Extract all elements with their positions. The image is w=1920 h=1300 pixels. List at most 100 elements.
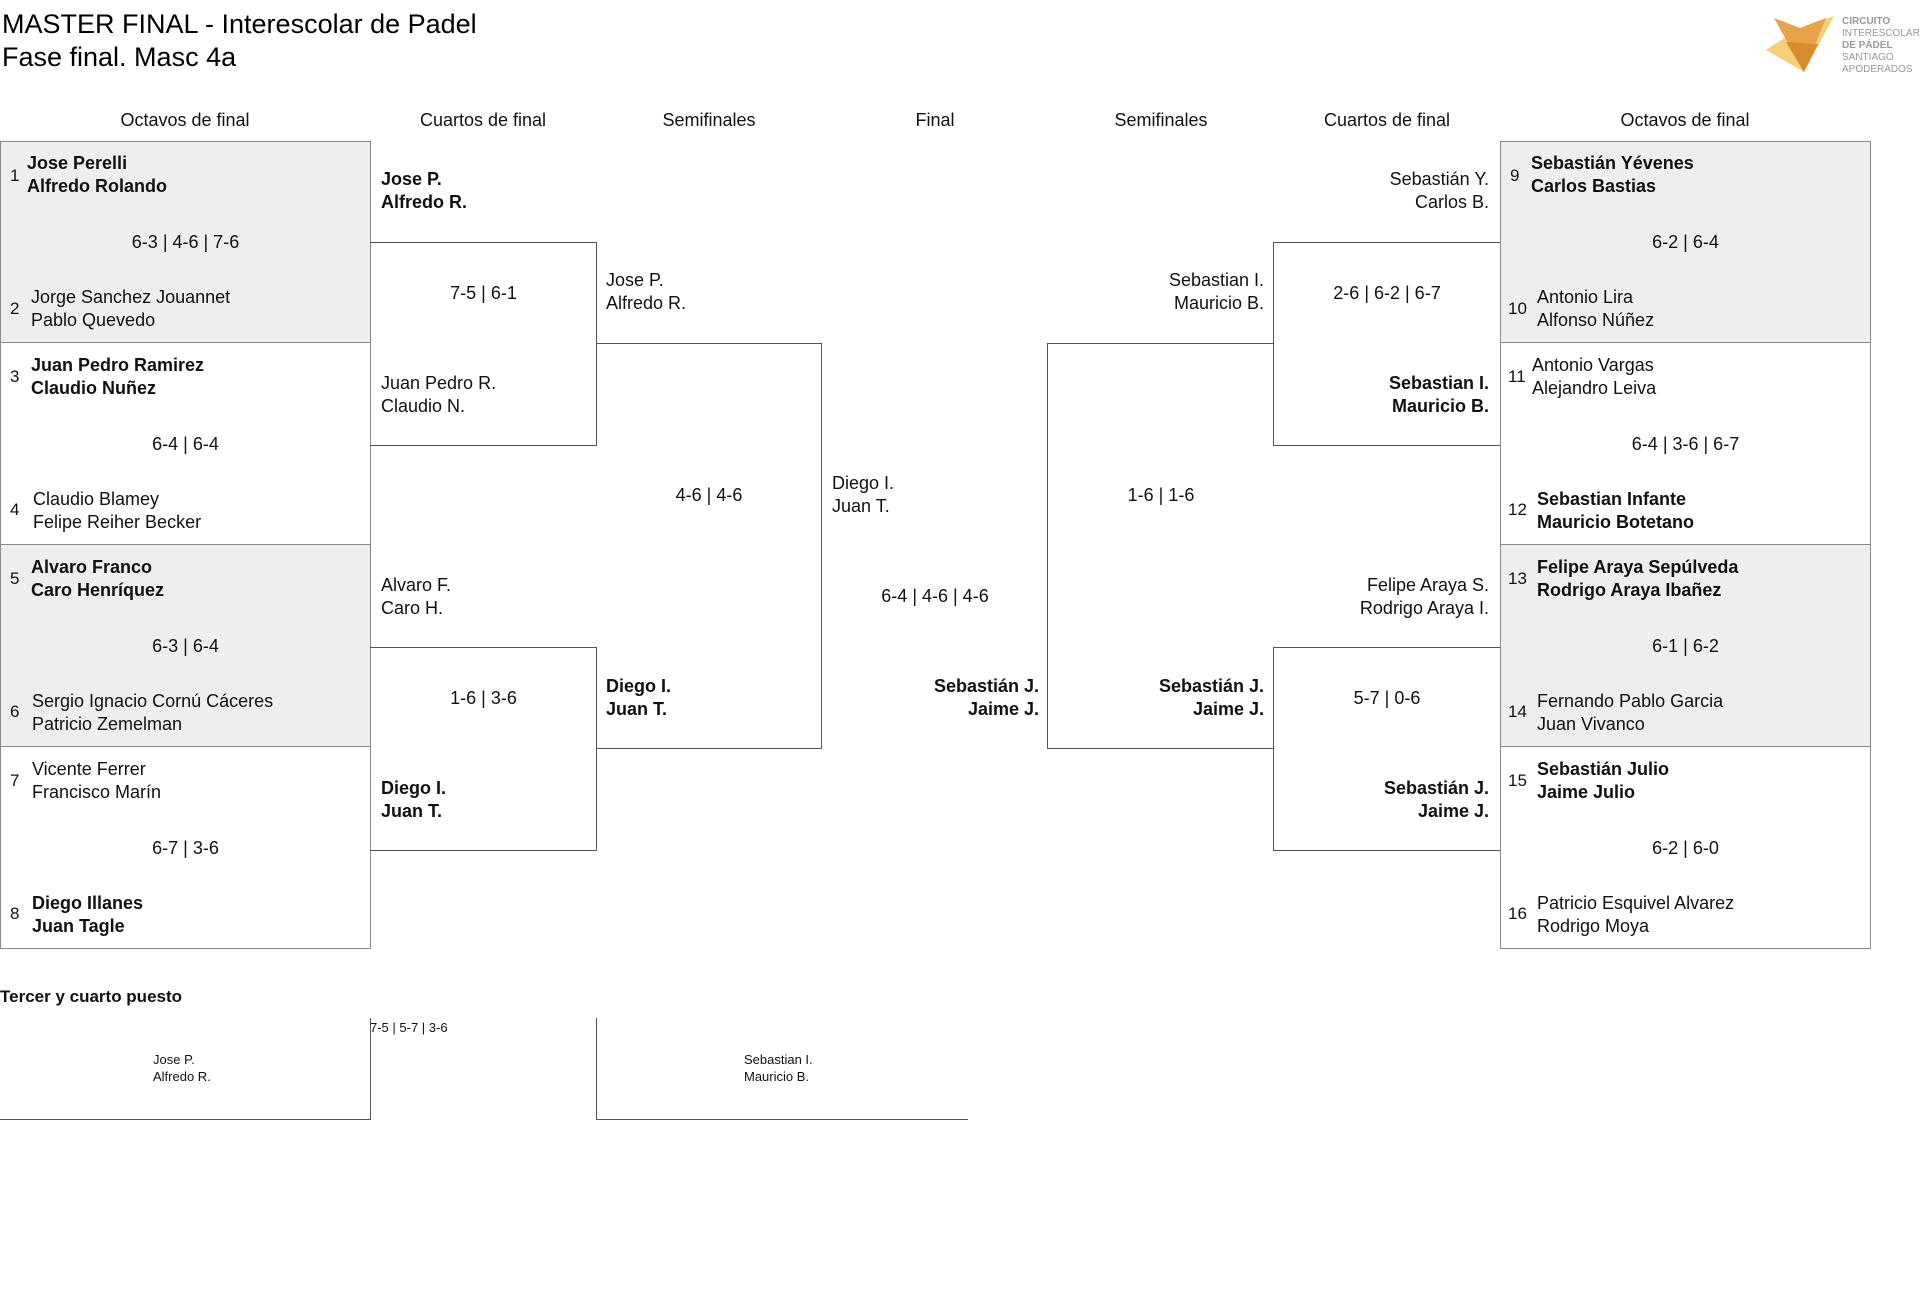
player-name: Vicente Ferrer: [32, 759, 146, 779]
player-name: Caro H.: [381, 598, 444, 618]
player-name: Jose P.: [381, 169, 442, 189]
team-pair: Jose Perelli Alfredo Rolando: [27, 152, 167, 198]
player-name: Diego Illanes: [32, 893, 144, 913]
seed-number: 9: [1510, 166, 1520, 185]
player-name: Alfredo R.: [606, 293, 687, 313]
team-pair: Antonio Vargas Alejandro Leiva: [1532, 354, 1656, 400]
player-name: Antonio Vargas: [1532, 355, 1654, 375]
team-pair: Sebastián J. Jaime J.: [1159, 675, 1264, 721]
team-pair: Sebastián Yévenes Carlos Bastias: [1531, 152, 1694, 198]
team-pair: Sebastián Y. Carlos B.: [1390, 168, 1489, 214]
team-pair: Fernando Pablo Garcia Juan Vivanco: [1537, 690, 1723, 736]
player-name: Felipe Araya Sepúlveda: [1537, 557, 1739, 577]
round-header-left-semis: Semifinales: [662, 110, 756, 130]
logo-line-3: DE PÁDEL: [1842, 40, 1893, 51]
match-score: 4-6 | 4-6: [675, 485, 743, 505]
player-name: Sergio Ignacio Cornú Cáceres: [32, 691, 274, 711]
logo-line-5: APODERADOS: [1842, 64, 1913, 75]
team-pair: Diego I. Juan T.: [381, 777, 446, 823]
round-header-right-semis: Semifinales: [1114, 110, 1208, 130]
team-pair: Jorge Sanchez Jouannet Pablo Quevedo: [31, 286, 230, 332]
player-name: Juan Vivanco: [1537, 714, 1645, 734]
player-name: Jose P.: [606, 270, 664, 290]
third-place-bracket-right: [596, 1018, 968, 1120]
seed-number: 7: [10, 771, 20, 790]
player-name: Diego I.: [832, 473, 895, 493]
seed-number: 8: [10, 904, 20, 923]
team-pair: Sebastian I. Mauricio B.: [1389, 372, 1489, 418]
player-name: Alfredo R.: [153, 1069, 211, 1084]
team-pair: Felipe Araya S. Rodrigo Araya I.: [1360, 574, 1489, 620]
player-name: Carlos Bastias: [1531, 176, 1657, 196]
player-name: Francisco Marín: [32, 782, 162, 802]
logo: CIRCUITO INTERESCOLAR DE PÁDEL SANTIAGO …: [1760, 14, 1920, 76]
team-pair: Patricio Esquivel Alvarez Rodrigo Moya: [1537, 892, 1734, 938]
player-name: Patricio Zemelman: [32, 714, 183, 734]
player-name: Claudio Nuñez: [31, 378, 156, 398]
player-name: Patricio Esquivel Alvarez: [1537, 893, 1735, 913]
player-name: Sebastián Yévenes: [1531, 153, 1694, 173]
team-pair: Alvaro Franco Caro Henríquez: [31, 556, 164, 602]
team-pair: Diego I. Juan T.: [606, 675, 671, 721]
player-name: Jaime J.: [1192, 699, 1264, 719]
match-score: 6-3 | 6-4: [152, 636, 219, 656]
match-score: 6-4 | 6-4: [152, 434, 219, 454]
match-box-octavos-8: [1500, 746, 1871, 949]
player-name: Jose Perelli: [27, 153, 128, 173]
player-name: Mauricio Botetano: [1537, 512, 1695, 532]
player-name: Juan T.: [606, 699, 668, 719]
final-score: 6-4 | 4-6 | 4-6: [881, 586, 989, 606]
match-score: 6-4 | 3-6 | 6-7: [1631, 434, 1740, 454]
team-pair: Sebastian I. Mauricio B.: [744, 1051, 813, 1085]
player-name: Antonio Lira: [1537, 287, 1634, 307]
player-name: Sebastián J.: [1158, 676, 1264, 696]
match-box-octavos-4: [0, 746, 371, 949]
match-score: 6-1 | 6-2: [1652, 636, 1719, 656]
player-name: Jorge Sanchez Jouannet: [31, 287, 231, 307]
player-name: Alfonso Núñez: [1537, 310, 1655, 330]
round-header-right-octavos: Octavos de final: [1620, 110, 1750, 130]
team-pair: Sebastian Infante Mauricio Botetano: [1537, 488, 1694, 534]
round-header-final: Final: [915, 110, 955, 130]
seed-number: 4: [10, 500, 20, 519]
seed-number: 11: [1508, 367, 1526, 386]
seed-number: 2: [10, 299, 20, 318]
player-name: Sebastian I.: [744, 1052, 813, 1067]
player-name: Caro Henríquez: [31, 580, 165, 600]
third-place-bracket-left: [0, 1018, 371, 1120]
player-name: Sebastián Y.: [1389, 169, 1489, 189]
team-pair: Diego I. Juan T.: [832, 472, 894, 518]
player-name: Mauricio B.: [744, 1069, 810, 1084]
logo-line-4: SANTIAGO: [1842, 52, 1894, 63]
team-pair: Vicente Ferrer Francisco Marín: [32, 758, 161, 804]
match-score: 6-7 | 3-6: [152, 838, 219, 858]
logo-line-1: CIRCUITO: [1842, 16, 1891, 27]
player-name: Fernando Pablo Garcia: [1537, 691, 1724, 711]
team-pair: Diego Illanes Juan Tagle: [32, 892, 143, 938]
team-pair: Alvaro F. Caro H.: [381, 574, 451, 620]
match-score: 1-6 | 3-6: [450, 688, 517, 708]
player-name: Sebastian Infante: [1537, 489, 1687, 509]
fox-logo-icon: [1766, 16, 1834, 72]
team-pair: Sebastian I. Mauricio B.: [1169, 269, 1264, 315]
player-name: Alfredo Rolando: [27, 176, 167, 196]
player-name: Felipe Araya S.: [1366, 575, 1489, 595]
team-pair: Jose P. Alfredo R.: [381, 168, 467, 214]
player-name: Alvaro F.: [381, 575, 452, 595]
seed-number: 1: [10, 166, 20, 185]
team-pair: Sebastián J. Jaime J.: [1384, 777, 1489, 823]
third-place-score: 7-5 | 5-7 | 3-6: [370, 1020, 448, 1035]
player-name: Sebastián J.: [1383, 778, 1489, 798]
third-place-title: Tercer y cuarto puesto: [0, 987, 183, 1006]
player-name: Alvaro Franco: [31, 557, 153, 577]
page-subtitle: Fase final. Masc 4a: [2, 42, 237, 72]
round-header-right-cuartos: Cuartos de final: [1323, 110, 1451, 130]
player-name: Rodrigo Araya Ibañez: [1537, 580, 1722, 600]
player-name: Sebastián J.: [933, 676, 1039, 696]
team-pair: Sebastián J. Jaime J.: [934, 675, 1039, 721]
player-name: Jaime J.: [1417, 801, 1489, 821]
player-name: Diego I.: [606, 676, 672, 696]
player-name: Claudio Blamey: [33, 489, 160, 509]
player-name: Jaime Julio: [1537, 782, 1636, 802]
match-score: 6-2 | 6-0: [1652, 838, 1719, 858]
